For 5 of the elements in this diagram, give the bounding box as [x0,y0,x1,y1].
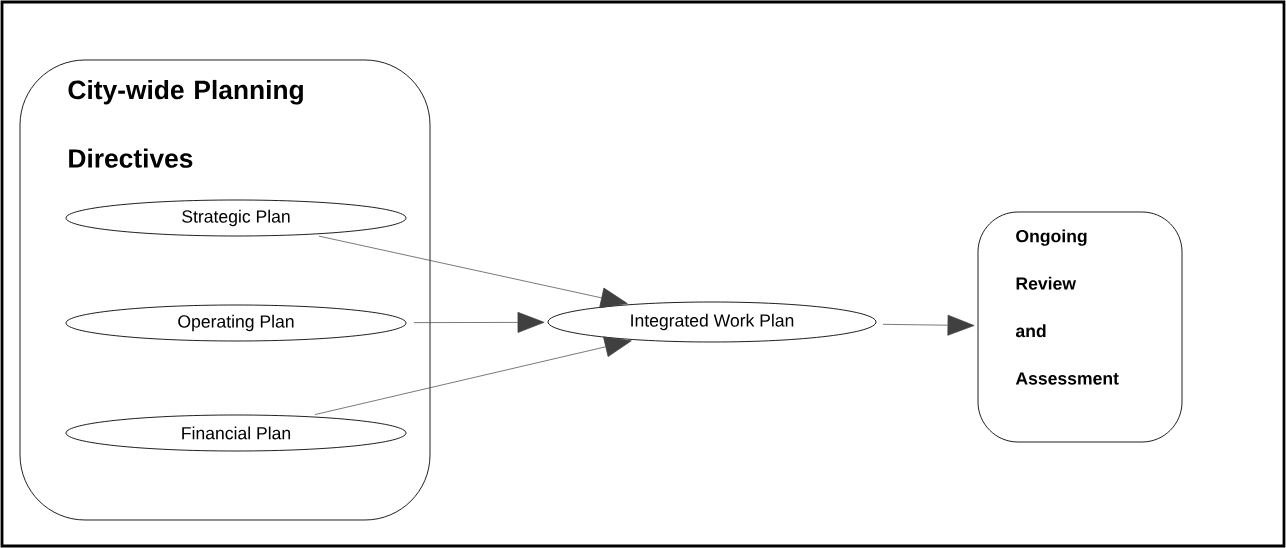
arrow [882,314,975,336]
arrow [314,336,632,415]
process-box: Ongoing Review and Assessment [977,211,1183,443]
arrow [413,311,545,333]
arrow [318,235,628,309]
